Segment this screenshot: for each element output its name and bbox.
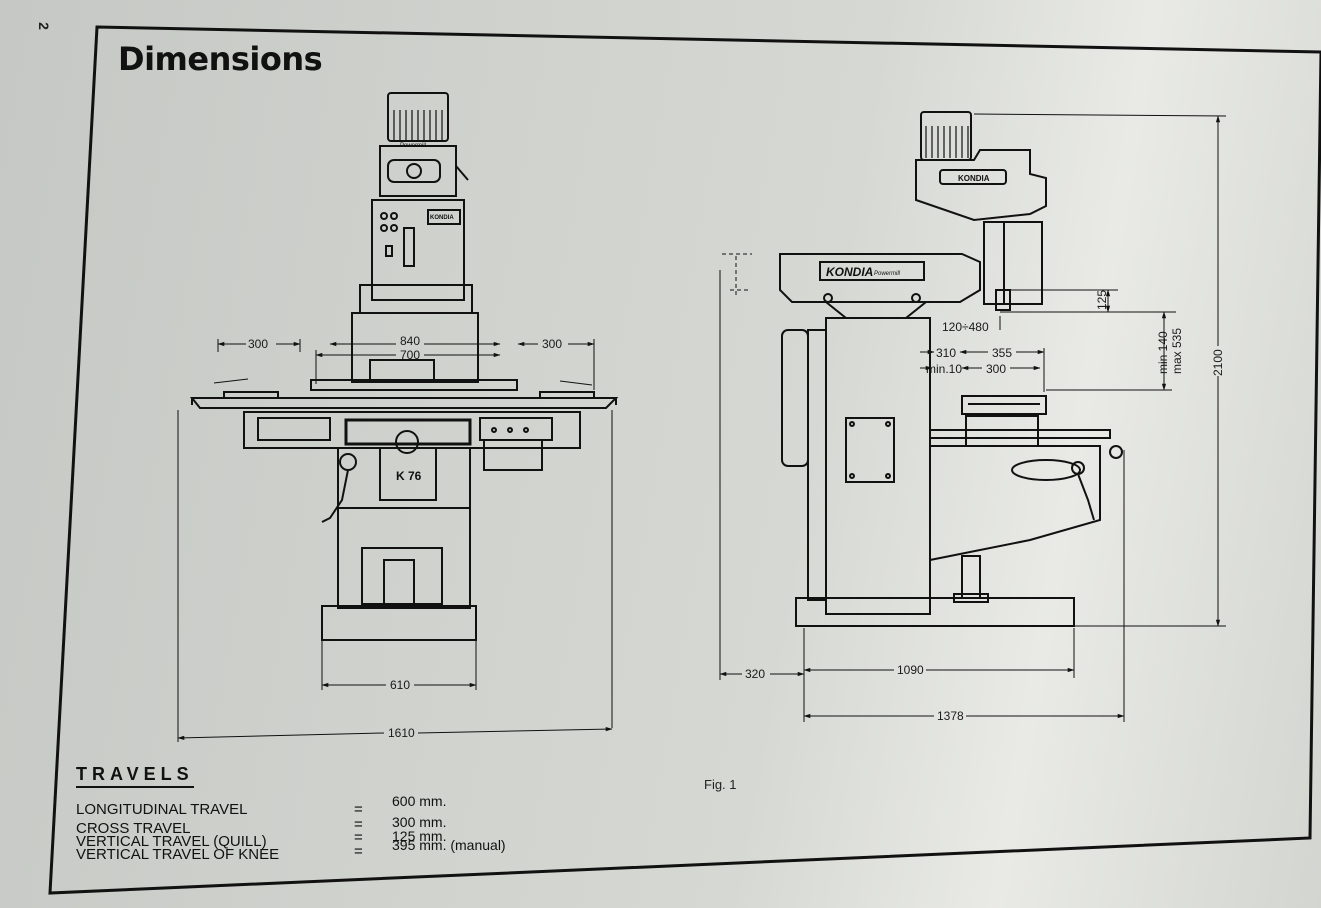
travel-label: CROSS TRAVEL xyxy=(76,820,191,837)
travel-equals: = xyxy=(354,843,363,860)
side-ram-sub: Powermill xyxy=(874,271,901,277)
side-ram-brand: KONDIA xyxy=(826,265,873,279)
travels-heading: TRAVELS xyxy=(76,764,194,788)
travel-label: VERTICAL TRAVEL OF KNEE xyxy=(76,846,280,863)
figure-label: Fig. 1 xyxy=(704,777,737,792)
dim-min10: min.10 xyxy=(926,362,962,376)
dim-300-cross: 300 xyxy=(986,362,1006,376)
dim-range-120-480: 120÷480 xyxy=(942,320,989,334)
travel-value: 300 mm. xyxy=(392,814,447,830)
travel-label: VERTICAL TRAVEL (QUILL) xyxy=(76,833,267,850)
dim-355: 355 xyxy=(992,346,1012,360)
travel-value: 125 mm. xyxy=(392,828,447,844)
side-view-machine xyxy=(779,111,1123,627)
dim-base-depth: 1090 xyxy=(897,663,924,677)
dim-table-length: 840 xyxy=(400,334,420,348)
travel-equals: = xyxy=(354,801,363,818)
side-view-labels: KONDIA KONDIA Powermill xyxy=(826,174,990,279)
dim-overall-height: 2100 xyxy=(1211,349,1225,376)
travel-equals: = xyxy=(354,829,363,846)
dim-310: 310 xyxy=(936,346,956,360)
front-brand-label: KONDIA xyxy=(430,215,454,221)
dim-rear: 320 xyxy=(745,667,765,681)
travel-label: LONGITUDINAL TRAVEL xyxy=(76,801,248,818)
side-dimension-texts: 125 120÷480 310 355 min.10 300 min 140 m… xyxy=(745,290,1225,723)
dim-left-overhang: 300 xyxy=(248,337,268,351)
dim-overall-depth: 1378 xyxy=(937,709,964,723)
page-title: Dimensions xyxy=(118,40,323,78)
front-head-label: Powermill xyxy=(400,143,426,149)
side-head-brand: KONDIA xyxy=(958,174,990,183)
dim-knee-min: min 140 xyxy=(1156,331,1170,374)
front-model-label: K 76 xyxy=(396,469,422,483)
travel-equals: = xyxy=(354,816,363,833)
dim-overall-width: 1610 xyxy=(388,726,415,740)
travel-value: 395 mm. (manual) xyxy=(392,837,506,853)
front-dimension-texts: 300 840 700 300 610 1610 xyxy=(248,334,562,740)
dim-quill-travel: 125 xyxy=(1095,290,1109,310)
front-dimension-lines xyxy=(177,339,613,742)
dim-knee-max: max 535 xyxy=(1170,328,1184,374)
dim-table-inner: 700 xyxy=(400,348,420,362)
dim-base-width: 610 xyxy=(390,678,410,692)
front-view-machine xyxy=(189,92,619,641)
travel-value: 600 mm. xyxy=(392,793,447,809)
front-view-labels: Powermill KONDIA K 76 xyxy=(396,143,454,483)
side-dimension-lines xyxy=(719,113,1227,722)
dim-right-overhang: 300 xyxy=(542,337,562,351)
